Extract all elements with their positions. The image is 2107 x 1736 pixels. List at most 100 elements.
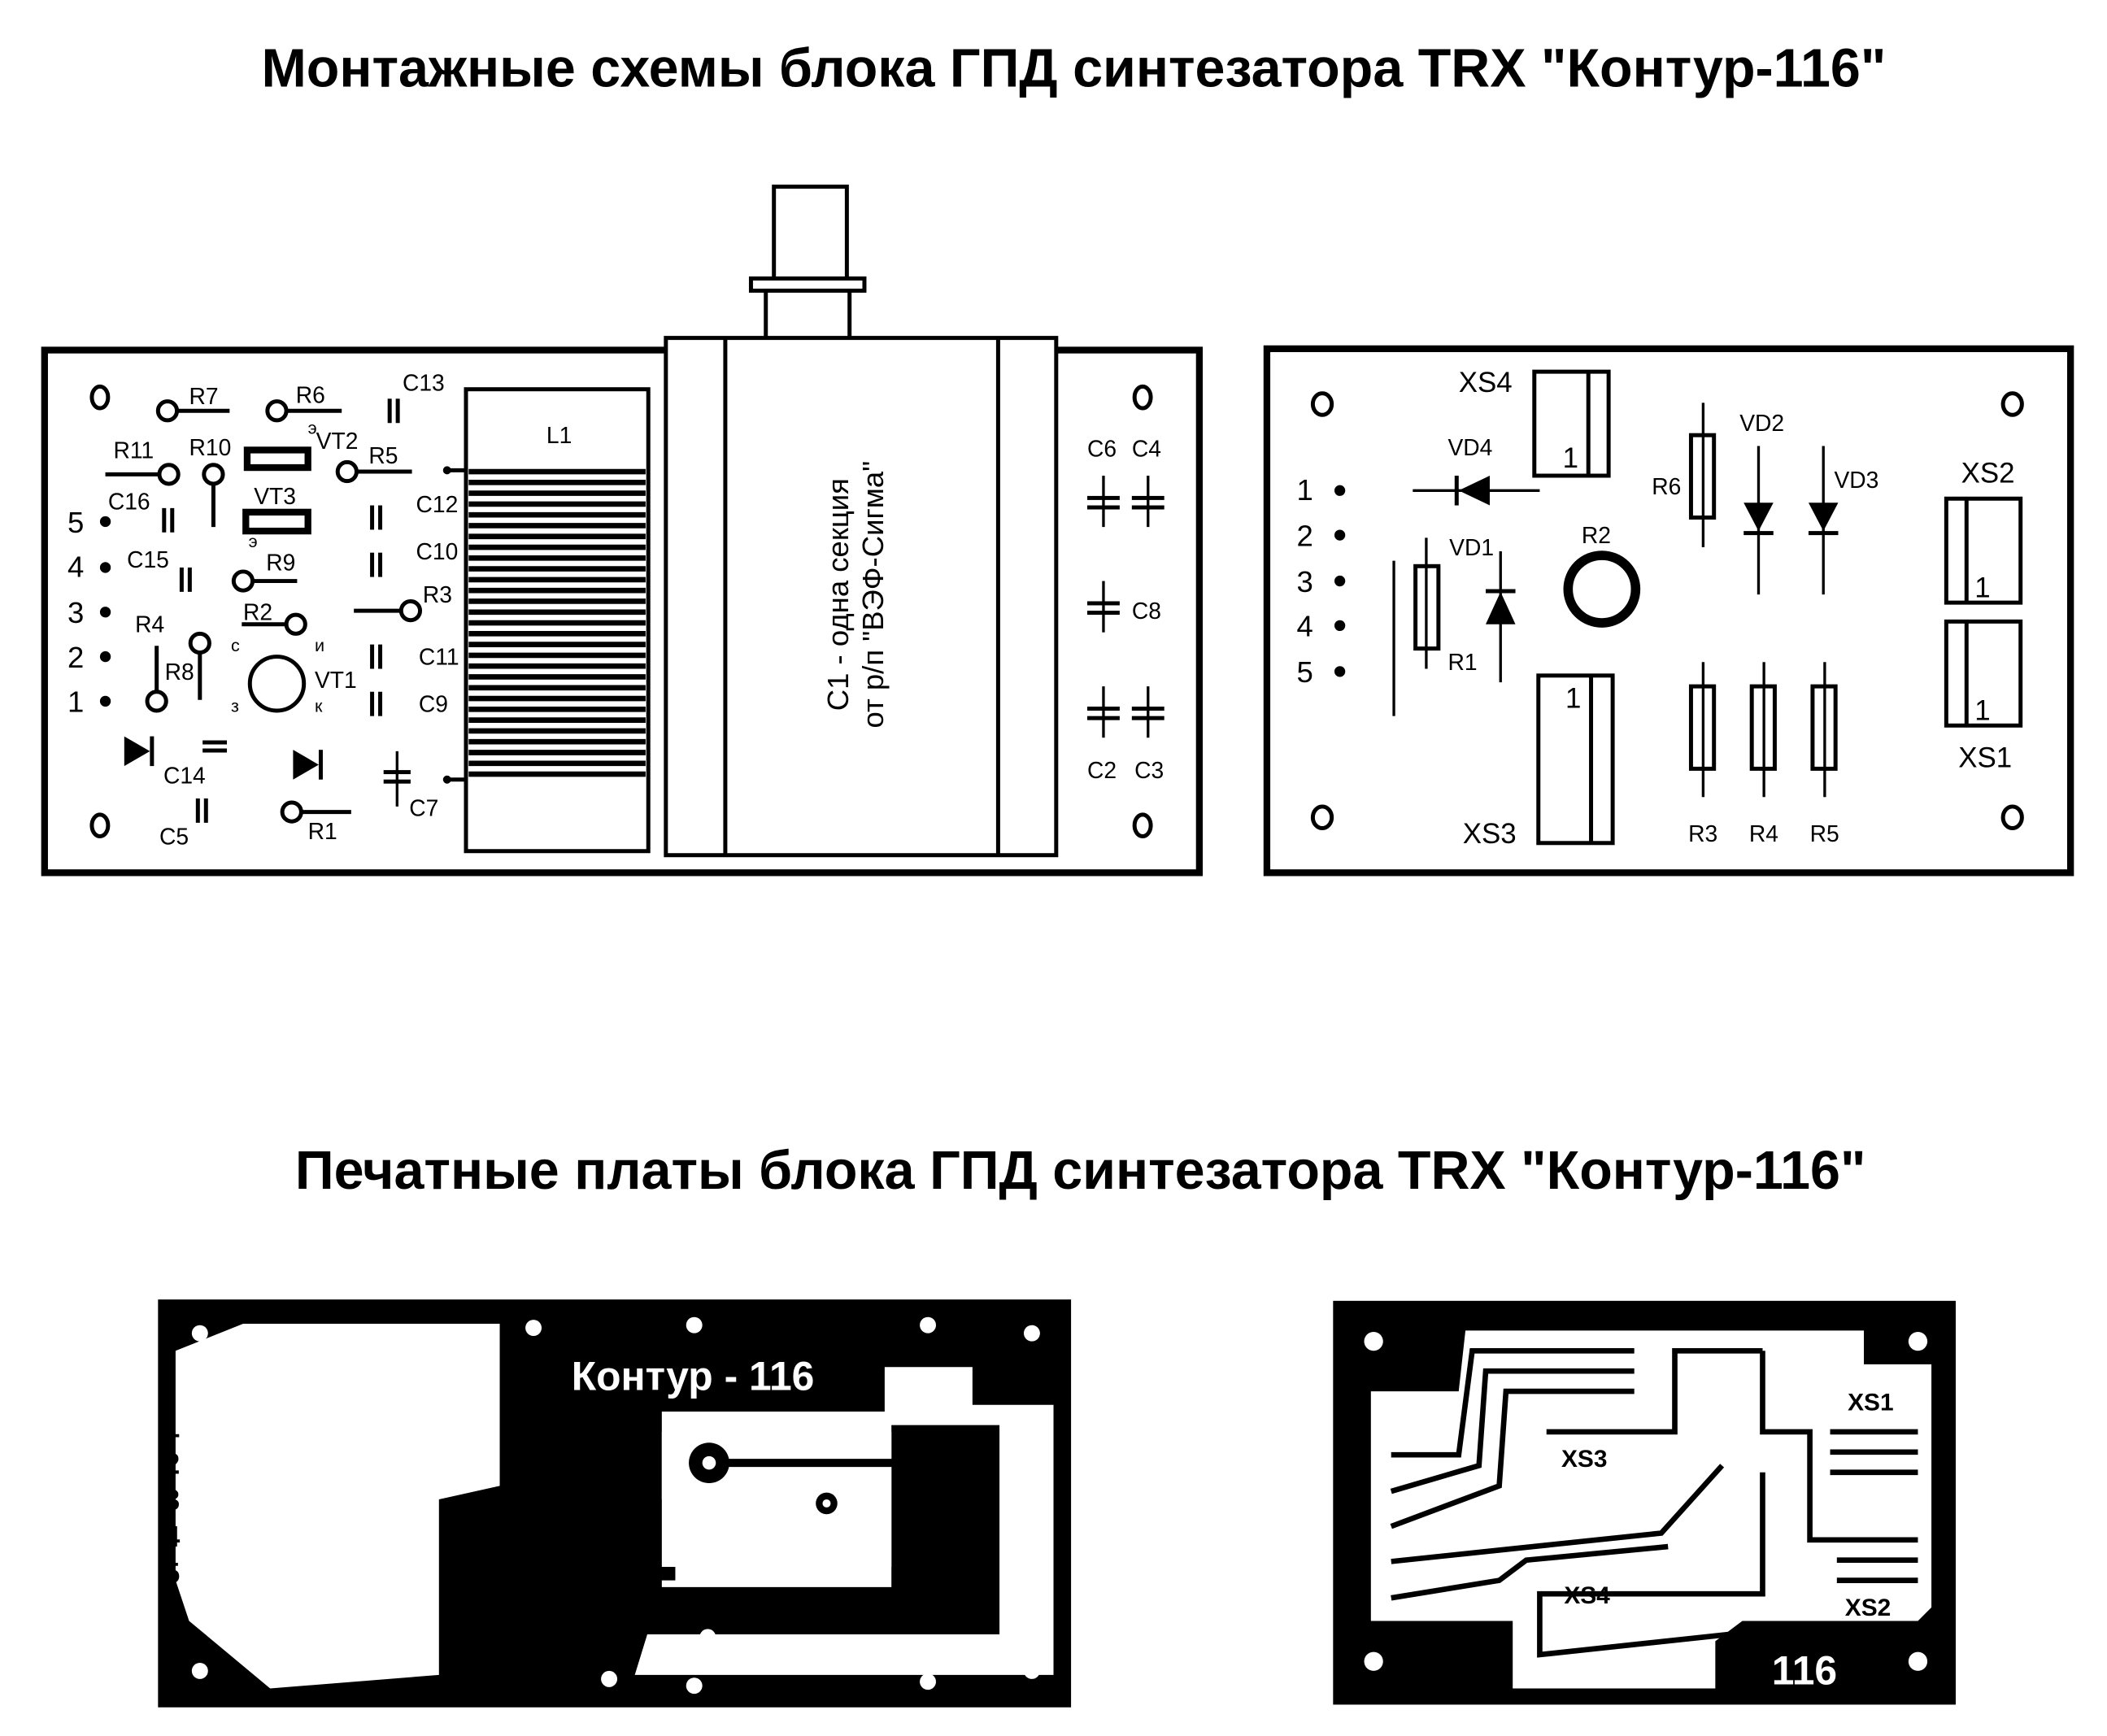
left-pcb: Контур - 116 1 2 3 4 5 xyxy=(158,1299,1072,1708)
pin1-mark: 1 xyxy=(1563,442,1578,474)
label: C2 xyxy=(1087,757,1117,783)
pcb-label: XS2 xyxy=(1845,1595,1891,1621)
pin-number: 1 xyxy=(1341,1582,1357,1616)
pin-number: 3 xyxy=(163,1483,180,1516)
pin-number: 3 xyxy=(1296,565,1313,598)
label: C5 xyxy=(159,823,189,849)
label-l1: L1 xyxy=(546,422,572,448)
right-board-labels: XS4 VD4 VD1 R2 R1 R6 VD2 VD3 XS2 XS1 XS3… xyxy=(1296,367,2014,850)
right-pcb: XS1 XS3 XS4 XS2 116 5 4 3 2 1 xyxy=(1333,1300,1956,1705)
emitter-mark: э xyxy=(308,418,317,438)
pcb-brand-label: Контур - 116 xyxy=(572,1353,815,1399)
label: VT1 xyxy=(315,667,357,693)
label: R9 xyxy=(266,549,295,575)
pin-number: 1 xyxy=(67,685,84,719)
pin-number: 5 xyxy=(67,506,84,539)
label: C11 xyxy=(419,644,459,670)
pcb-hole xyxy=(601,1670,618,1687)
label: C10 xyxy=(416,538,459,564)
pin-number: 1 xyxy=(1296,473,1313,507)
label: C14 xyxy=(163,763,206,789)
label: R4 xyxy=(1749,820,1778,846)
pcb-hole xyxy=(525,1320,542,1337)
label: R8 xyxy=(165,659,194,685)
label: VD1 xyxy=(1449,534,1494,560)
label: R2 xyxy=(243,599,272,625)
left-components xyxy=(105,399,423,824)
pin-number: 2 xyxy=(1296,519,1313,552)
assembly-title: Монтажные схемы блока ГПД синтезатора TR… xyxy=(261,39,1886,99)
coil-l1: L1 xyxy=(442,387,651,854)
pcb-hole xyxy=(191,1325,208,1342)
label: R10 xyxy=(189,434,232,460)
pin-number: 3 xyxy=(1341,1510,1357,1543)
vt1-pin-label: и xyxy=(315,635,324,655)
pin-number: 2 xyxy=(1341,1546,1357,1579)
vt1-pin-label: к xyxy=(315,696,323,716)
variable-capacitor-c1 xyxy=(664,185,1059,858)
label: R5 xyxy=(368,442,398,468)
pin-number: 4 xyxy=(1296,610,1313,643)
c1-caption-line1: С1 - одна секция xyxy=(821,478,855,711)
label: R5 xyxy=(1810,820,1839,846)
label: C4 xyxy=(1132,436,1161,462)
pin1-mark: 1 xyxy=(1565,683,1581,715)
left-assembly-board: С1 - одна секция от р/п "ВЭФ-Сигма" L1 xyxy=(41,185,1204,877)
pcb-hole xyxy=(920,1673,937,1690)
pin1-mark: 1 xyxy=(1974,695,1990,727)
label: XS2 xyxy=(1961,457,2015,489)
label: R7 xyxy=(189,383,219,409)
label: C3 xyxy=(1134,757,1164,783)
label: VD2 xyxy=(1739,410,1784,436)
pin-number: 5 xyxy=(1341,1438,1357,1472)
label: C13 xyxy=(403,369,445,395)
label: R3 xyxy=(423,581,452,607)
left-board-labels: R7 R6 C13 R11 R10 VT2 R5 VT3 C16 C12 C15… xyxy=(67,369,1164,849)
pin-number: 2 xyxy=(67,641,84,674)
label: C9 xyxy=(419,691,448,717)
pcb-label: XS1 xyxy=(1848,1389,1893,1416)
label: R6 xyxy=(1652,473,1681,499)
label: C12 xyxy=(416,491,459,517)
label: VT3 xyxy=(254,483,296,509)
label: XS1 xyxy=(1958,742,2012,774)
label: C7 xyxy=(409,795,438,821)
pcb-hole xyxy=(1023,1662,1040,1679)
label: R1 xyxy=(308,818,337,844)
pcb-brand-label: 116 xyxy=(1772,1648,1837,1694)
label: R1 xyxy=(1447,649,1477,675)
vt1-pin-label: с xyxy=(231,635,240,655)
pin-number: 5 xyxy=(163,1556,180,1590)
label: VD4 xyxy=(1447,434,1492,460)
right-assembly-board: XS4 VD4 VD1 R2 R1 R6 VD2 VD3 XS2 XS1 XS3… xyxy=(1263,345,2074,877)
label: R3 xyxy=(1688,820,1717,846)
pin-number: 1 xyxy=(163,1411,180,1444)
pcb-hole xyxy=(1023,1325,1040,1342)
pin-number: 4 xyxy=(67,550,84,584)
label: R4 xyxy=(135,611,164,637)
label: XS4 xyxy=(1459,367,1513,398)
pcb-hole xyxy=(920,1316,937,1334)
label: R11 xyxy=(114,437,155,463)
pin-number: 4 xyxy=(163,1520,181,1553)
label: C8 xyxy=(1132,598,1161,624)
pin-number: 2 xyxy=(163,1447,180,1480)
label: XS3 xyxy=(1463,818,1517,850)
label: C16 xyxy=(108,489,150,515)
label: R6 xyxy=(296,381,325,407)
cap-leads xyxy=(395,476,1150,807)
pcb-hole xyxy=(699,1629,716,1646)
mounting-holes xyxy=(89,384,1153,838)
emitter-mark: э xyxy=(249,531,258,551)
label: VD3 xyxy=(1834,467,1878,493)
pin-number: 3 xyxy=(67,596,84,629)
pcb-left-pins: 1 2 3 4 5 xyxy=(163,1411,181,1590)
pcb-label: XS3 xyxy=(1561,1446,1607,1473)
c1-caption-line2: от р/п "ВЭФ-Сигма" xyxy=(856,461,890,729)
pcb-title: Печатные платы блока ГПД синтезатора TRX… xyxy=(295,1141,1866,1201)
label: C15 xyxy=(127,546,169,572)
pin-number: 5 xyxy=(1296,655,1313,689)
label: R2 xyxy=(1582,522,1611,548)
pcb-hole xyxy=(686,1677,703,1695)
